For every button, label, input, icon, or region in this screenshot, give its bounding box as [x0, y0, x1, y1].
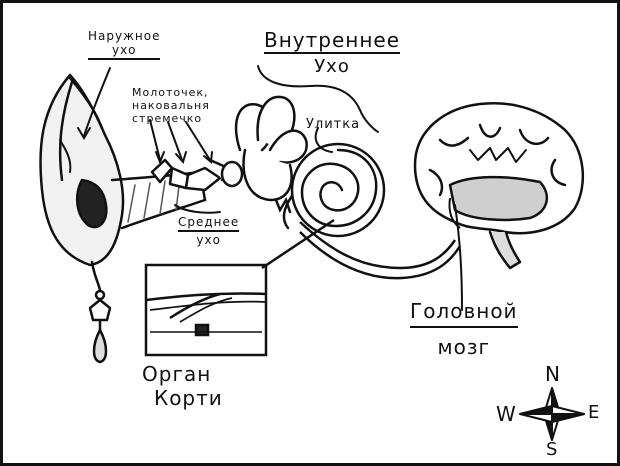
- middle-ear-line1: Среднее: [178, 216, 240, 232]
- outer-ear-line1: Наружное: [88, 29, 161, 43]
- compass-e: E: [588, 402, 600, 423]
- brain-line2: мозг: [437, 335, 491, 359]
- label-ossicles: Молоточек, наковальня стремечко: [132, 86, 210, 125]
- compass-rose: [519, 387, 585, 441]
- brain-line1: Головной: [410, 298, 518, 328]
- label-organ-corti: Орган Корти: [142, 362, 223, 410]
- label-outer-ear: Наружное ухо: [88, 29, 161, 60]
- inner-ear-line2: Ухо: [314, 56, 350, 77]
- middle-ear-line2: ухо: [196, 233, 221, 247]
- label-middle-ear: Среднее ухо: [178, 216, 240, 247]
- brain-shape: [413, 102, 585, 270]
- auditory-nerve-shape: [299, 221, 457, 270]
- label-inner-ear: Внутреннее Ухо: [264, 28, 401, 77]
- ossicles-line1: Молоточек,: [132, 86, 209, 99]
- compass-s: S: [546, 439, 558, 460]
- organ-corti-line2: Корти: [154, 386, 223, 410]
- semicircular-canals-shape: [234, 95, 308, 202]
- ossicles-line2: наковальня: [132, 99, 210, 112]
- leader-lines: [77, 65, 463, 311]
- label-cochlea: Улитка: [306, 117, 361, 132]
- outer-ear-line2: ухо: [88, 44, 161, 60]
- organ-corti-inset: [144, 263, 268, 357]
- ossicles-line3: стремечко: [132, 112, 203, 125]
- outer-ear-shape: [39, 73, 125, 364]
- organ-corti-line1: Орган: [142, 362, 212, 386]
- ossicles-shape: [150, 158, 244, 192]
- inner-ear-line1: Внутреннее: [264, 28, 401, 54]
- cochlea-shape: [274, 142, 386, 238]
- label-brain: Головной мозг: [410, 298, 518, 360]
- compass-n: N: [545, 362, 560, 386]
- compass-w: W: [496, 402, 516, 426]
